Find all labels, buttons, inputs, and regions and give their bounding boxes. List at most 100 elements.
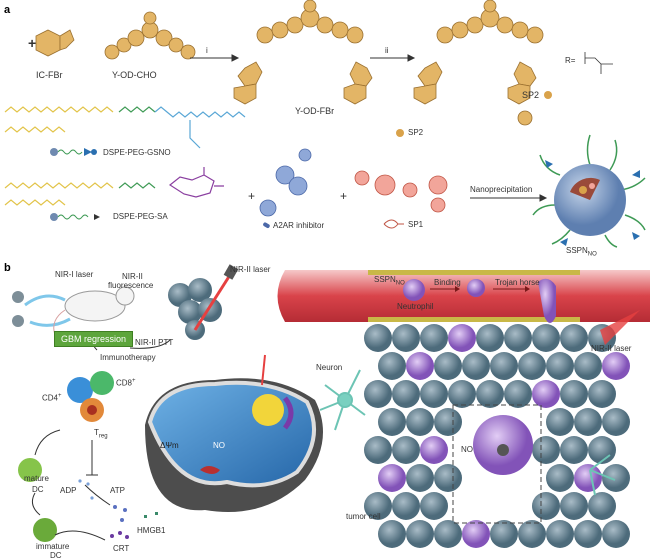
dspe-peg-sa-legend-icon (50, 213, 100, 221)
mature-dc-label-2: DC (32, 485, 44, 494)
tumor-cell (560, 324, 588, 352)
cd4-sup: + (58, 393, 62, 399)
r-group-label: R= (565, 56, 576, 65)
tumor-cell (574, 408, 602, 436)
tumor-cell (434, 464, 462, 492)
tumor-cell (364, 324, 392, 352)
tumor-cell (588, 492, 616, 520)
tumor-cell (392, 380, 420, 408)
tumor-cell (392, 492, 420, 520)
tumor-cell (476, 324, 504, 352)
neutrophils-in-vessel (403, 278, 556, 323)
panel-b-label: b (4, 262, 11, 274)
nir1-laser-label: NIR-I laser (55, 270, 94, 279)
damp-molecules (78, 479, 158, 539)
adp-label: ADP (60, 486, 77, 495)
neuron-label: Neuron (316, 363, 343, 372)
tumor-cell (560, 436, 588, 464)
sp2-legend-dot-icon (396, 129, 404, 137)
tumor-cell (434, 520, 462, 548)
sp1-legend-icon (383, 219, 404, 229)
tumor-cell (602, 520, 630, 548)
ptt-arrow (129, 339, 171, 349)
tumor-cell (490, 520, 518, 548)
y-od-cho-label: Y-OD-CHO (112, 70, 157, 80)
tumor-cell (392, 324, 420, 352)
sspn-subscript: NO (587, 251, 597, 258)
sp2-structure (413, 0, 544, 126)
tumor-cell (434, 408, 462, 436)
cd8-text: CD8 (116, 378, 133, 388)
tumor-cell (574, 520, 602, 548)
delta-psi-label: ΔΨm (160, 441, 179, 450)
tumor-cell (504, 380, 532, 408)
tumor-cell (448, 380, 476, 408)
hmgb1-label: HMGB1 (137, 526, 166, 535)
tumor-cell (462, 352, 490, 380)
nir2-ptt-label: NIR-II PTT (135, 338, 174, 347)
tumor-cell (420, 324, 448, 352)
y-od-fbr-structure (233, 0, 373, 105)
cd4-text: CD4 (42, 393, 59, 403)
tumor-cell (560, 492, 588, 520)
nanoprecipitation-arrow (470, 194, 548, 202)
neutrophil-cell (378, 464, 406, 492)
cd8-label: CD8+ (116, 378, 136, 388)
neutrophil-label: Neutrophil (397, 302, 434, 311)
tumor-cell (490, 352, 518, 380)
mature-dc-label-1: mature (24, 474, 49, 483)
tumor-cell (364, 436, 392, 464)
arrow-step-ii (370, 54, 416, 62)
tumor-cell (546, 464, 574, 492)
tumor-tissue (364, 324, 630, 548)
ic-fbr-label: IC-FBr (36, 70, 63, 80)
vessel-sspn-label: SSPNNO (374, 275, 405, 287)
tumor-cell (392, 436, 420, 464)
sp2-dot-icon (544, 91, 552, 99)
neutrophil-cell (462, 520, 490, 548)
treg-text: T (94, 428, 99, 437)
tumor-cell (518, 352, 546, 380)
cd4-label: CD4+ (42, 393, 62, 403)
tumor-cell (574, 352, 602, 380)
y-od-cho-structure (104, 11, 196, 60)
tumor-cell (602, 408, 630, 436)
binding-label: Binding (434, 278, 461, 287)
dspe-peg-gsno-legend-icon (50, 148, 97, 156)
mouse-illustration (12, 286, 135, 336)
tumor-cell (546, 408, 574, 436)
tumor-cell (588, 380, 616, 408)
tumor-cell (546, 520, 574, 548)
neutrophil-cell (532, 380, 560, 408)
sspn-text: SSPN (566, 246, 588, 255)
vessel-sspn-sub: NO (395, 280, 405, 287)
tumor-cell (532, 492, 560, 520)
atp-label: ATP (110, 486, 125, 495)
neutrophil-cell (602, 352, 630, 380)
plus-sign-2: + (248, 189, 255, 203)
tumor-cell (504, 324, 532, 352)
tumor-cell (378, 408, 406, 436)
immature-dc-label-2: DC (50, 551, 62, 560)
blood-vessel (277, 270, 650, 322)
plus-sign-3: + (340, 189, 347, 203)
tumor-cell (532, 436, 560, 464)
tumor-cell (588, 436, 616, 464)
dspe-peg-sa-structure (4, 167, 224, 206)
sspn-nanoparticle (532, 134, 646, 248)
tumor-cell (560, 380, 588, 408)
no-tissue-label: NO (461, 445, 473, 454)
tumor-cell (546, 352, 574, 380)
step-i-label: i (206, 46, 208, 55)
cd8-sup: + (132, 378, 136, 384)
nir2-fluor-label-2: fluorescence (108, 281, 154, 290)
y-od-fbr-label: Y-OD-FBr (295, 106, 335, 116)
tumor-cell (406, 408, 434, 436)
step-ii-label: ii (385, 46, 389, 55)
immature-dc-label-1: immature (36, 542, 70, 551)
neutrophil-cell (420, 436, 448, 464)
vessel-sspn-text: SSPN (374, 275, 396, 284)
a2ar-legend-icon (263, 222, 270, 228)
